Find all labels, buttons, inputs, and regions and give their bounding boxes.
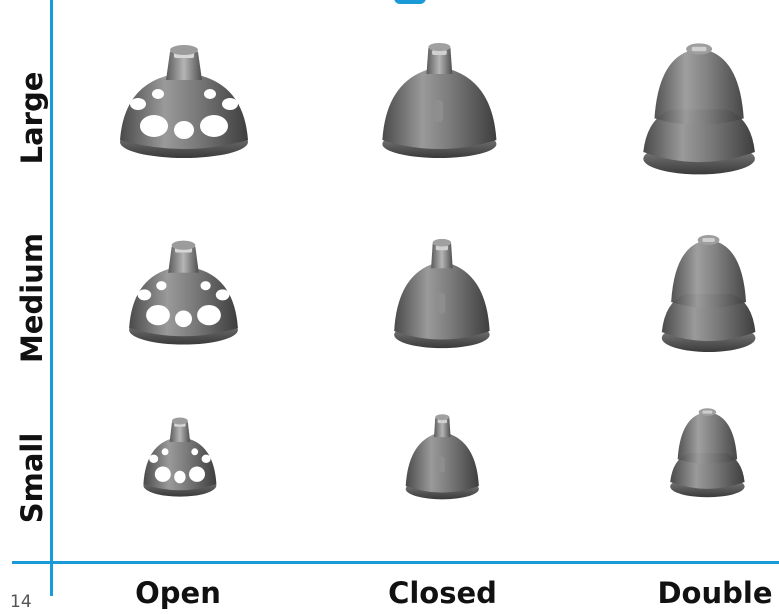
open-dome-small bbox=[143, 417, 217, 497]
column-label-double: Double bbox=[657, 576, 773, 610]
column-label-closed: Closed bbox=[388, 576, 497, 610]
closed-dome-large bbox=[382, 43, 497, 158]
open-dome-large bbox=[120, 45, 248, 158]
page-number: 14 bbox=[10, 592, 32, 612]
column-label-open: Open bbox=[135, 576, 221, 610]
header-accent-fragment bbox=[394, 0, 426, 4]
double-dome-small bbox=[670, 408, 745, 498]
open-dome-medium bbox=[129, 240, 238, 345]
double-dome-large bbox=[643, 43, 755, 175]
double-dome-medium bbox=[661, 235, 756, 352]
horizontal-axis-line bbox=[12, 561, 779, 564]
vertical-axis-line bbox=[50, 0, 53, 596]
closed-dome-small bbox=[405, 414, 479, 500]
closed-dome-medium bbox=[394, 238, 490, 349]
